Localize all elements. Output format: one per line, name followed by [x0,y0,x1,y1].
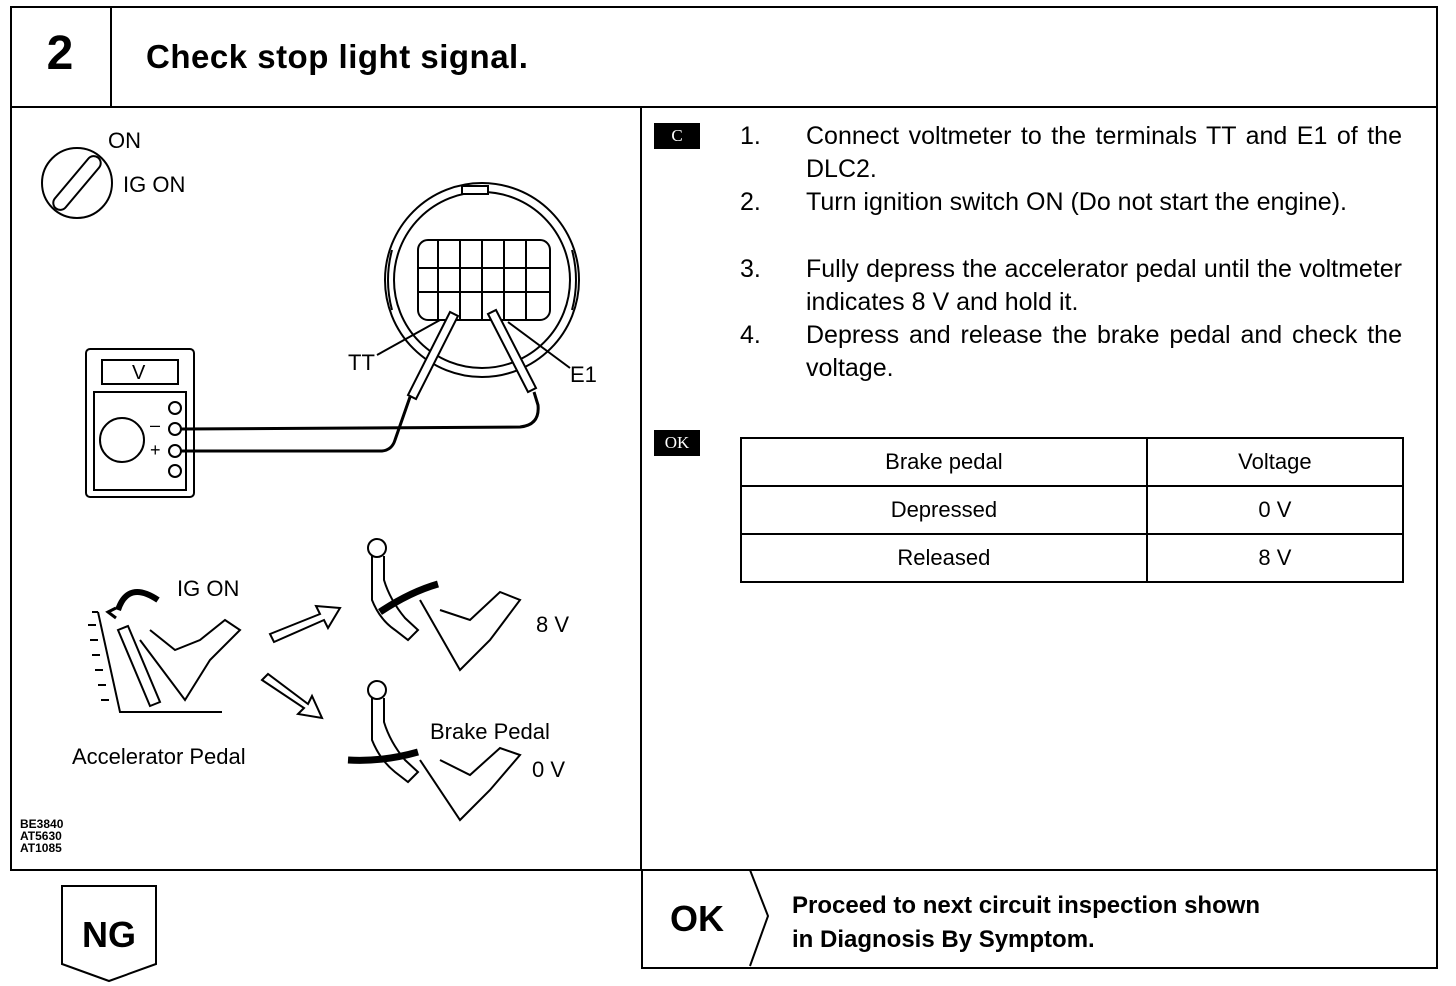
ok-result-panel [641,869,1438,969]
meter-plus-label: + [150,440,161,460]
figure-code: BE3840 [20,817,64,831]
table-row: Released 8 V [740,533,1405,583]
meter-minus-label: – [150,415,161,435]
brake-pedal-released-icon [347,680,522,822]
column-header: Brake pedal [740,437,1148,487]
meter-unit-label: V [132,362,146,384]
ignition-switch-icon [41,147,113,219]
table-cell: Released [740,533,1148,583]
ng-label: NG [82,914,136,955]
step-item-number: 4. [740,321,761,349]
accelerator-pedal-icon [88,589,242,713]
table-cell: 8 V [1145,533,1405,583]
transition-arrows-icon [260,604,342,720]
step-item-text: Depress and release the brake pedal and … [806,321,1402,382]
check-tag: C [654,123,700,149]
meter-leads-icon [180,391,540,453]
table-cell: Depressed [740,485,1148,535]
step-item-text: Fully depress the accelerator pedal unti… [806,255,1402,316]
voltage-low-label: 0 V [532,757,566,782]
switch-ig-on-label: IG ON [123,172,186,197]
test-probes-icon [376,308,571,401]
step-item-number: 1. [740,122,761,150]
terminal-e1-label: E1 [570,362,597,387]
ng-badge [61,885,157,983]
figure-code: AT5630 [20,829,62,843]
dlc2-connector-icon [384,182,580,378]
ok-chevron [749,869,770,967]
step-item-text: Connect voltmeter to the terminals TT an… [806,122,1402,183]
illustration [41,147,580,822]
column-header: Voltage [1145,437,1405,487]
ok-instruction: Proceed to next circuit inspection shown… [792,889,1260,957]
step-number: 2 [46,27,74,80]
switch-on-label: ON [108,128,141,153]
ok-tag: OK [654,430,700,456]
brake-pedal-label: Brake Pedal [430,719,550,744]
voltmeter-icon [85,348,195,498]
ok-instruction-line: in Diagnosis By Symptom. [792,926,1095,953]
column-divider [640,106,642,871]
ok-label: OK [670,898,724,939]
step-number-cell: 2 [10,6,112,108]
step-item-text: Turn ignition switch ON (Do not start th… [806,188,1347,216]
step-item-number: 2. [740,188,761,216]
ok-instruction-line: Proceed to next circuit inspection shown [792,892,1261,919]
voltage-high-label: 8 V [536,612,570,637]
accelerator-pedal-label: Accelerator Pedal [72,744,246,769]
body-bottom-line [10,869,1438,871]
step-item-number: 3. [740,255,761,283]
table-header-row: Brake pedal Voltage [740,437,1405,487]
table-row: Depressed 0 V [740,485,1405,535]
terminal-tt-label: TT [348,350,375,375]
brake-pedal-depressed-icon [367,538,522,672]
table-cell: 0 V [1145,485,1405,535]
step-title: Check stop light signal. [146,38,529,75]
figure-code: AT1085 [20,841,62,855]
spec-table: Brake pedal Voltage Depressed 0 V Releas… [740,437,1405,583]
pedal-ig-on-label: IG ON [177,576,240,601]
